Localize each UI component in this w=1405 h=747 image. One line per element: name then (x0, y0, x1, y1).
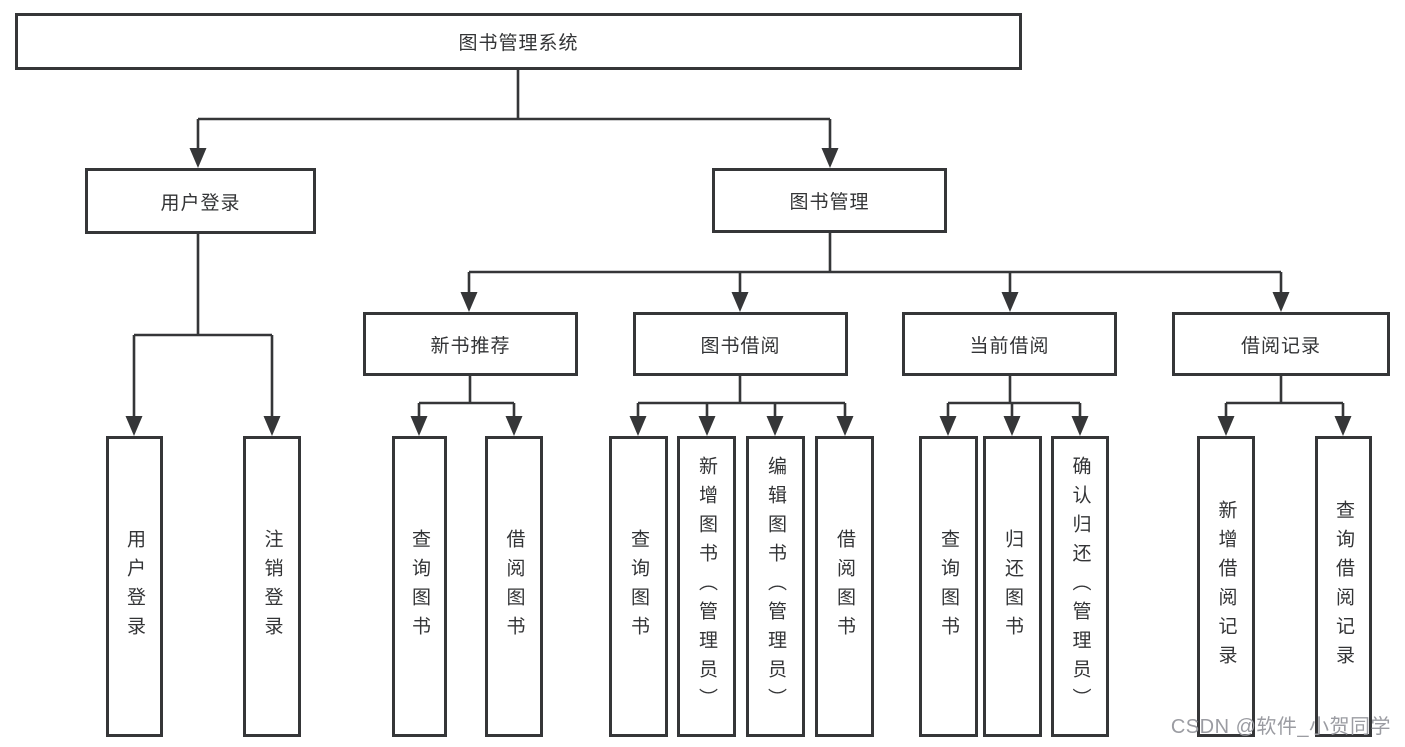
arrow-down-icon (263, 416, 281, 436)
connector-bookborrow-to-leaves (636, 376, 847, 420)
leaf-query-books-recommend: 查询图书 (392, 436, 447, 737)
node-book-borrowing: 图书借阅 (633, 312, 848, 376)
arrow-down-icon (698, 416, 716, 436)
arrow-down-icon (1334, 416, 1352, 436)
connector-root-to-level2 (196, 70, 832, 152)
connector-bookmgmt-to-level3 (467, 233, 1283, 296)
arrow-down-icon (836, 416, 854, 436)
connector-newrec-to-leaves (417, 376, 516, 420)
arrow-down-icon (1001, 292, 1019, 312)
arrow-down-icon (731, 292, 749, 312)
arrow-down-icon (460, 292, 478, 312)
node-current-borrowing: 当前借阅 (902, 312, 1117, 376)
connector-userlogin-to-leaves (132, 234, 274, 420)
arrow-down-icon (1272, 292, 1290, 312)
leaf-query-books-current: 查询图书 (919, 436, 978, 737)
arrow-down-icon (939, 416, 957, 436)
leaf-confirm-return-admin: 确认归还（管理员） (1051, 436, 1109, 737)
leaf-user-login: 用户登录 (106, 436, 163, 737)
leaf-query-books-borrowing: 查询图书 (609, 436, 668, 737)
connector-lines (132, 70, 1345, 420)
arrow-down-icon (1071, 416, 1089, 436)
node-user-login: 用户登录 (85, 168, 316, 234)
arrow-down-icon (1003, 416, 1021, 436)
leaf-query-borrow-record: 查询借阅记录 (1315, 436, 1372, 737)
node-book-management: 图书管理 (712, 168, 947, 233)
node-library-management-system: 图书管理系统 (15, 13, 1022, 70)
leaf-add-borrow-record: 新增借阅记录 (1197, 436, 1255, 737)
arrow-down-icon (410, 416, 428, 436)
node-borrowing-records: 借阅记录 (1172, 312, 1390, 376)
leaf-borrow-books-recommend: 借阅图书 (485, 436, 543, 737)
leaf-borrow-books-borrowing: 借阅图书 (815, 436, 874, 737)
arrow-down-icon (505, 416, 523, 436)
arrow-down-icon (629, 416, 647, 436)
leaf-edit-books-admin: 编辑图书（管理员） (746, 436, 805, 737)
leaf-logout: 注销登录 (243, 436, 301, 737)
arrow-down-icon (125, 416, 143, 436)
csdn-watermark: CSDN @软件_小贺同学 (1170, 716, 1391, 738)
connector-curborrow-to-leaves (946, 376, 1082, 420)
leaf-add-books-admin: 新增图书（管理员） (677, 436, 736, 737)
arrow-down-icon (189, 148, 207, 168)
node-new-book-recommendation: 新书推荐 (363, 312, 578, 376)
connector-records-to-leaves (1224, 376, 1345, 420)
leaf-return-books: 归还图书 (983, 436, 1042, 737)
arrow-down-icon (821, 148, 839, 168)
arrow-down-icon (766, 416, 784, 436)
arrow-down-icon (1217, 416, 1235, 436)
